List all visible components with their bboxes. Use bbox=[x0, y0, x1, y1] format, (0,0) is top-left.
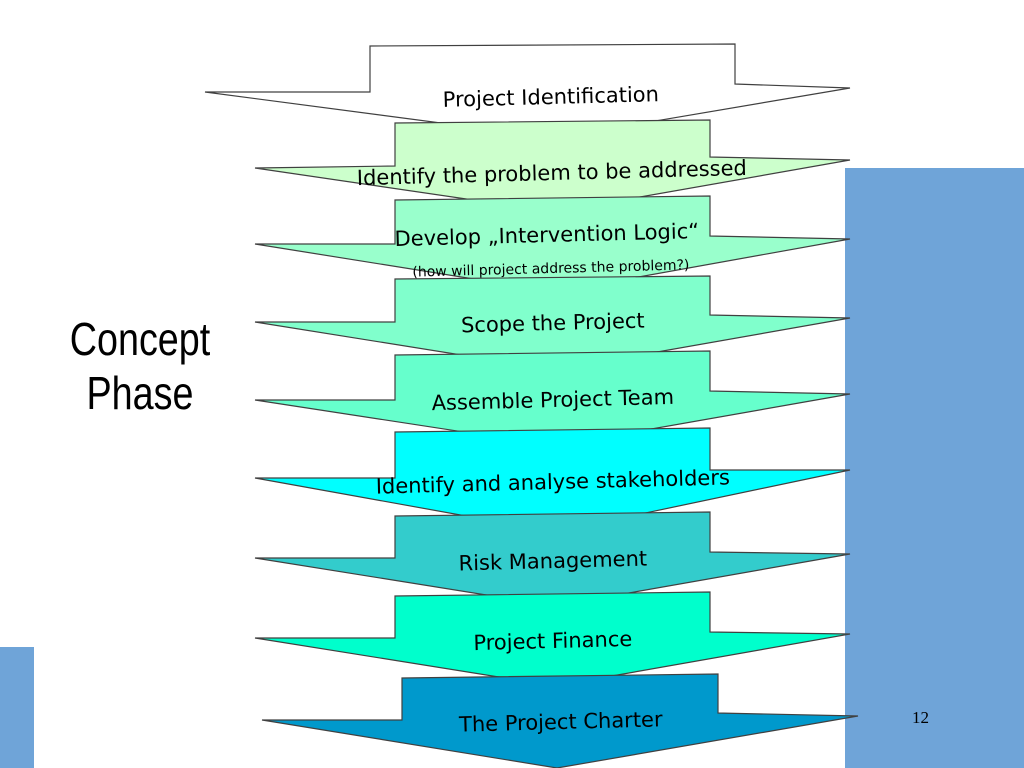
step-arrow-shape bbox=[261, 673, 859, 768]
decorative-side-bar-left bbox=[0, 647, 34, 768]
step-arrow-shape bbox=[254, 350, 851, 447]
step-arrow-shape bbox=[254, 591, 851, 687]
step-risk-management: Risk Management bbox=[254, 511, 851, 607]
step-identify-analyse-stakeholders: Identify and analyse stakeholders bbox=[254, 427, 851, 533]
decorative-side-bar-right bbox=[845, 168, 1024, 768]
step-arrow-shape bbox=[254, 119, 851, 213]
step-scope-the-project: Scope the Project bbox=[254, 275, 851, 371]
step-identify-problem: Identify the problem to be addressed bbox=[254, 119, 851, 213]
step-label: The Project Charter bbox=[458, 707, 663, 736]
step-develop-intervention-logic: Develop „Intervention Logic“ (how will p… bbox=[254, 195, 851, 293]
step-project-finance: Project Finance bbox=[254, 591, 851, 687]
phase-title: Concept Phase bbox=[58, 312, 222, 420]
step-project-charter: The Project Charter bbox=[261, 673, 859, 768]
phase-title-line-2: Phase bbox=[86, 367, 194, 419]
step-arrow-shape bbox=[254, 427, 851, 533]
step-project-identification: Project Identification bbox=[204, 43, 851, 139]
phase-title-line-1: Concept bbox=[69, 313, 211, 365]
step-label: Risk Management bbox=[458, 547, 647, 576]
step-label: Scope the Project bbox=[461, 309, 645, 338]
step-arrow-shape bbox=[254, 195, 851, 293]
step-assemble-project-team: Assemble Project Team bbox=[254, 350, 851, 447]
page-number: 12 bbox=[912, 708, 929, 727]
step-sublabel: (how will project address the problem?) bbox=[412, 257, 689, 280]
step-label: Project Finance bbox=[473, 627, 632, 655]
step-arrow-shape bbox=[254, 511, 851, 607]
step-arrow-shape bbox=[204, 43, 851, 139]
step-arrow-shape bbox=[254, 275, 851, 371]
step-label: Project Identification bbox=[442, 82, 659, 112]
